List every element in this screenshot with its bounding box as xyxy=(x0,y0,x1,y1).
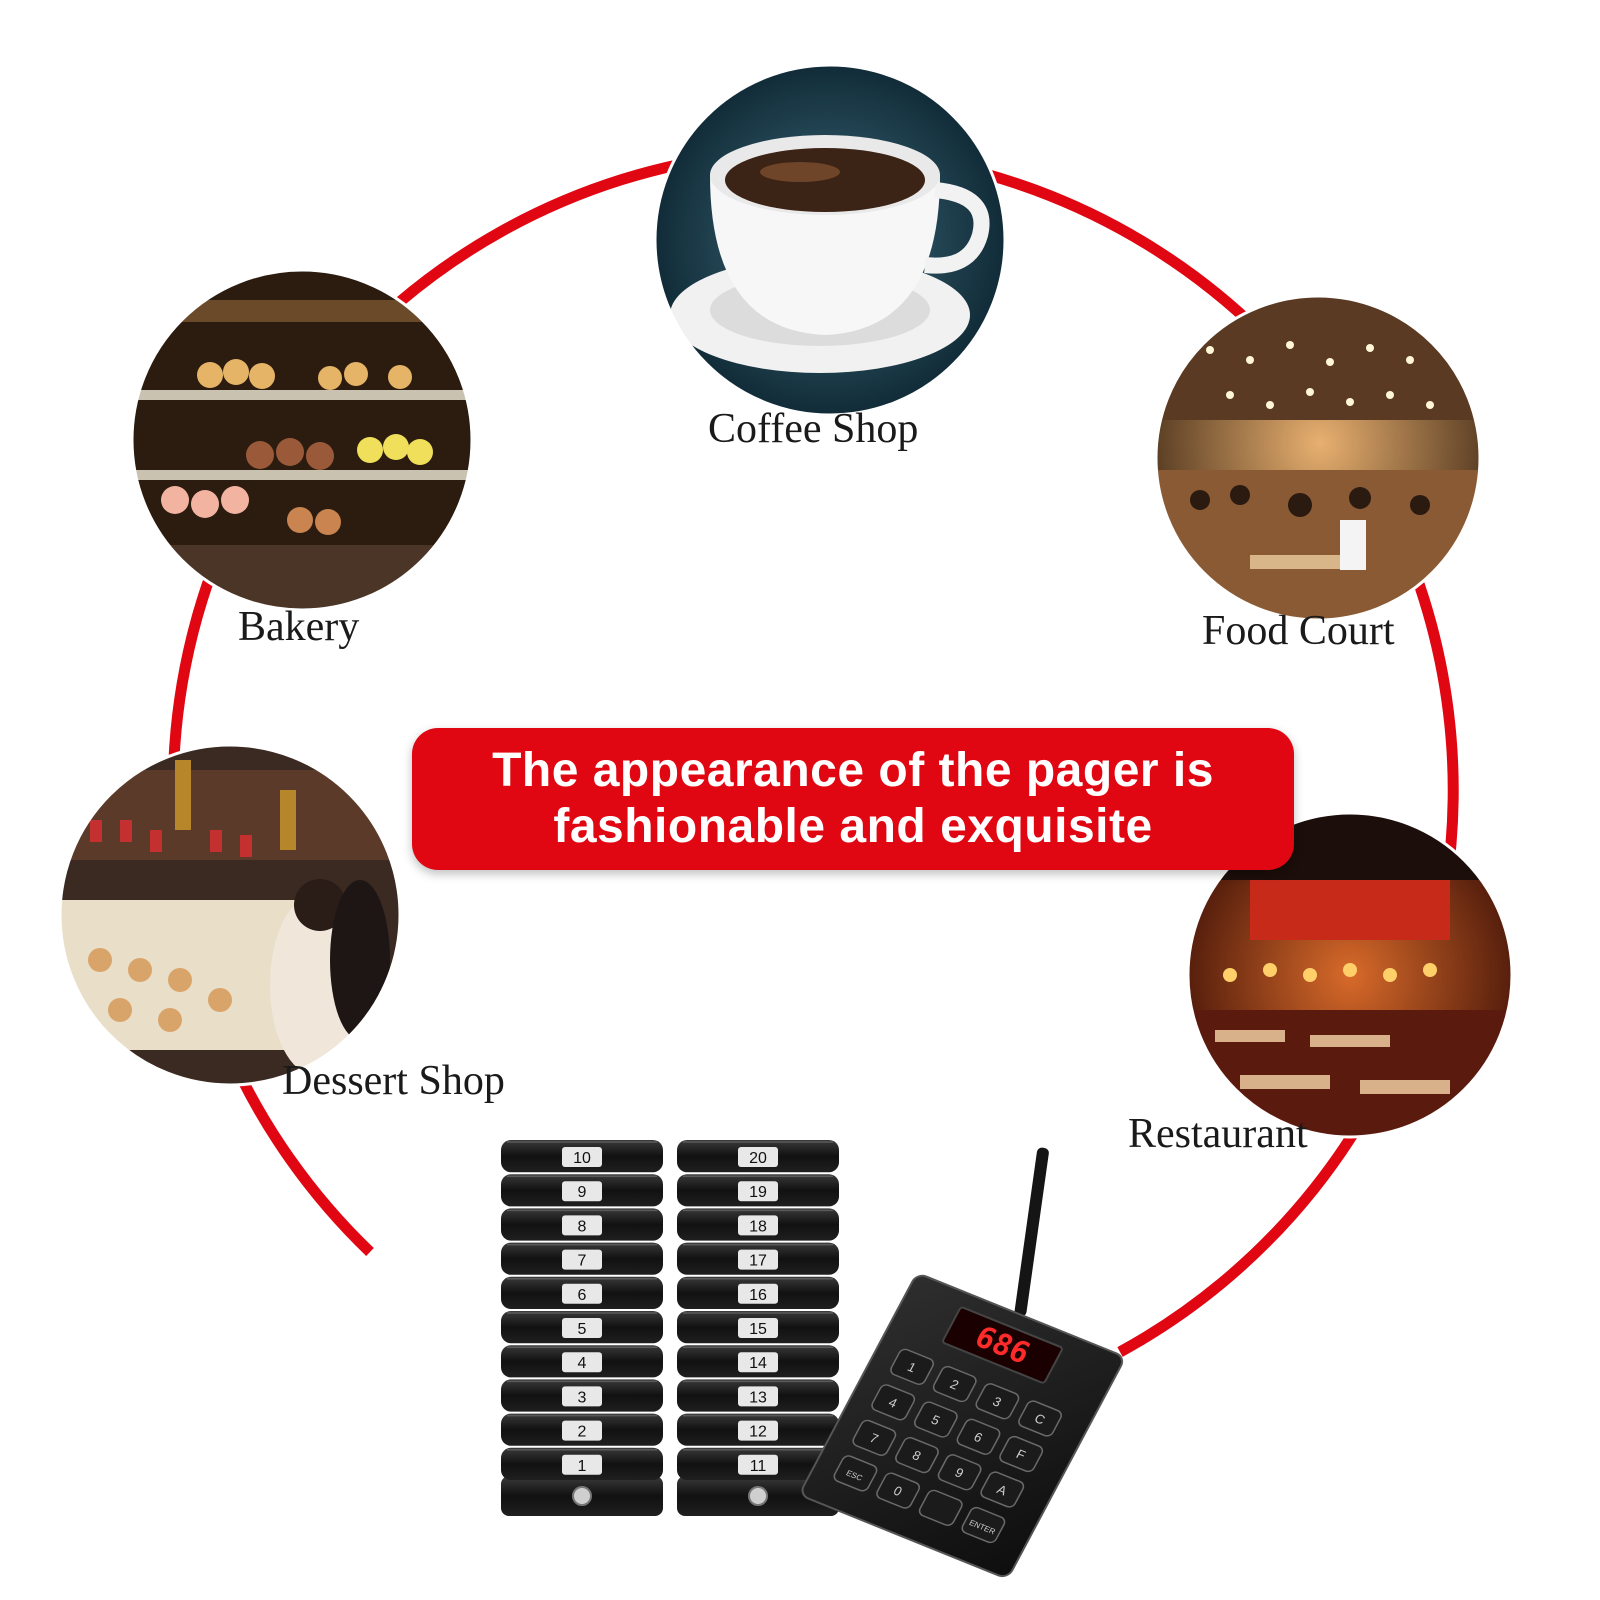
keypad-key xyxy=(961,1506,1006,1544)
pager-number-tag xyxy=(738,1181,778,1202)
pager-number-tag xyxy=(562,1352,602,1373)
pager-number: 2 xyxy=(578,1424,587,1441)
pager-number: 6 xyxy=(578,1287,587,1304)
pager-number: 4 xyxy=(578,1355,587,1372)
pager-number-tag xyxy=(738,1454,778,1475)
pager-number-tag xyxy=(738,1352,778,1373)
charging-keyhole-icon xyxy=(748,1486,768,1506)
pager-number: 12 xyxy=(749,1424,767,1441)
pager-number-tag xyxy=(738,1318,778,1338)
pager-number-tag xyxy=(562,1147,602,1167)
pager-number: 20 xyxy=(749,1150,767,1167)
pager-number: 19 xyxy=(749,1184,767,1201)
pager-number: 11 xyxy=(750,1458,767,1475)
keypad-key xyxy=(833,1455,878,1492)
keypad-key xyxy=(975,1383,1020,1420)
pager-number-tag xyxy=(562,1249,602,1270)
keypad-key xyxy=(1018,1400,1062,1437)
pager-number: 1 xyxy=(578,1458,587,1475)
keypad-key xyxy=(913,1401,958,1438)
keypad-key xyxy=(890,1348,935,1385)
pager-number: 16 xyxy=(749,1287,767,1304)
headline-line-2: fashionable and exquisite xyxy=(553,800,1153,853)
pager-number: 3 xyxy=(578,1389,587,1406)
pager-number-tag xyxy=(738,1386,778,1407)
venue-label-coffee-shop: Coffee Shop xyxy=(708,406,919,452)
pager-number-tag xyxy=(562,1386,602,1407)
pager-number-tag xyxy=(562,1318,602,1338)
headline-banner: The appearance of the pager is fashionab… xyxy=(412,728,1294,870)
keypad-key xyxy=(932,1365,977,1403)
pager-number: 10 xyxy=(573,1150,591,1167)
led-display xyxy=(942,1306,1063,1384)
pager-number-tag xyxy=(562,1215,602,1236)
venue-label-dessert-shop: Dessert Shop xyxy=(282,1058,505,1104)
venue-label-food-court: Food Court xyxy=(1202,608,1395,654)
headline-line-1: The appearance of the pager is xyxy=(492,744,1214,797)
antenna xyxy=(1014,1147,1049,1317)
pager-number: 15 xyxy=(749,1321,767,1338)
pager-number-tag xyxy=(562,1181,602,1202)
pager-stack-right: 20 19 18 17 16 15 14 13 12 11 xyxy=(677,1140,839,1516)
charging-keyhole-icon xyxy=(572,1486,592,1506)
pager-stack-left: 10 9 8 7 6 5 4 3 2 1 xyxy=(501,1140,663,1516)
dessert-shop-photo xyxy=(60,745,400,1085)
pager-number: 13 xyxy=(749,1389,767,1406)
keypad-key xyxy=(852,1419,897,1456)
keypad-key xyxy=(918,1489,963,1526)
venue-label-restaurant: Restaurant xyxy=(1128,1111,1308,1157)
pager-number: 7 xyxy=(578,1253,587,1270)
pager-number: 9 xyxy=(578,1184,587,1201)
pager-number-tag xyxy=(738,1215,778,1236)
keypad-key xyxy=(956,1418,1001,1455)
pager-number-tag xyxy=(738,1420,778,1441)
venue-label-bakery: Bakery xyxy=(238,604,360,650)
keypad-key xyxy=(980,1471,1025,1508)
keypad-key xyxy=(895,1436,939,1474)
pager-number-tag xyxy=(738,1249,778,1270)
pager-number: 8 xyxy=(578,1218,587,1235)
coffee-shop-photo xyxy=(655,65,1005,415)
pager-number: 18 xyxy=(749,1218,767,1235)
keypad-key xyxy=(876,1472,921,1509)
pager-number: 14 xyxy=(749,1355,767,1372)
pager-number-tag xyxy=(562,1283,602,1304)
keypad-key xyxy=(871,1384,916,1421)
pager-number-tag xyxy=(738,1147,778,1167)
keypad-key xyxy=(999,1435,1044,1473)
keypad-key xyxy=(937,1454,982,1491)
pager-number-tag xyxy=(562,1420,602,1441)
pager-number-tag xyxy=(738,1283,778,1304)
pager-number: 17 xyxy=(749,1253,767,1270)
pager-number-tag xyxy=(562,1454,602,1475)
pager-number: 5 xyxy=(578,1321,587,1338)
